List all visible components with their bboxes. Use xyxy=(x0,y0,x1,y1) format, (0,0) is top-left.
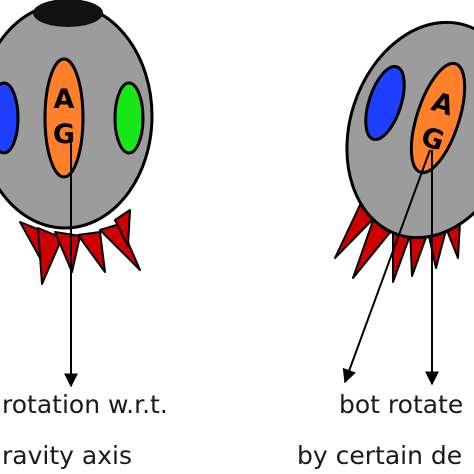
left-bot-blue-eye xyxy=(0,81,20,155)
right-bot-sensor xyxy=(409,61,467,175)
left-bot-green-eye xyxy=(113,81,145,155)
right-body-axis-arrow xyxy=(342,149,431,384)
right-bot-blue-eye xyxy=(364,65,406,141)
left-bot-sensor xyxy=(43,57,85,179)
left-bot-top-cap xyxy=(33,0,103,27)
right-caption-line2: by certain de xyxy=(297,441,462,470)
left-bot: A G xyxy=(0,0,154,388)
left-bot-legs xyxy=(19,209,141,285)
right-bot: A G xyxy=(334,20,474,386)
left-bot-label-g: G xyxy=(53,119,75,150)
left-caption-line1: rotation w.r.t. xyxy=(2,390,168,419)
left-caption-line2: ravity axis xyxy=(2,441,132,470)
right-caption-line1: bot rotate xyxy=(339,390,463,419)
left-bot-label-a: A xyxy=(54,84,75,115)
